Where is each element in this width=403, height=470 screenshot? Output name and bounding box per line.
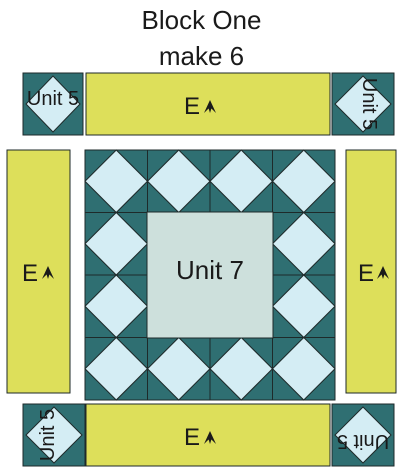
e-strip-label: E (184, 424, 200, 451)
e-strip-label: E (184, 93, 200, 120)
top-e-strip: E (85, 72, 331, 136)
unit5-label: Unit 5 (358, 78, 380, 130)
diamond-patches (84, 149, 336, 401)
block-subtitle: make 6 (158, 41, 245, 71)
unit5-label: Unit 5 (27, 88, 79, 110)
e-strip-label: E (22, 260, 38, 287)
bottom-left-unit5-corner: Unit 5 (22, 403, 86, 467)
unit7-label: Unit 7 (176, 255, 244, 285)
top-right-unit5-corner: Unit 5 (331, 72, 395, 136)
patch-outline (272, 337, 336, 401)
e-strip-label: E (358, 260, 374, 287)
right-e-strip: E (345, 149, 397, 394)
top-left-unit5-corner: Unit 5 (22, 72, 84, 136)
left-e-strip: E (6, 149, 71, 394)
bottom-e-strip: E (85, 403, 331, 467)
unit5-label: Unit 5 (37, 409, 59, 461)
block-title: Block One (141, 5, 262, 35)
bottom-right-unit5-corner: Unit 5 (331, 403, 395, 467)
unit5-label: Unit 5 (337, 430, 389, 452)
center-pieced-block: Unit 7 (84, 149, 336, 401)
